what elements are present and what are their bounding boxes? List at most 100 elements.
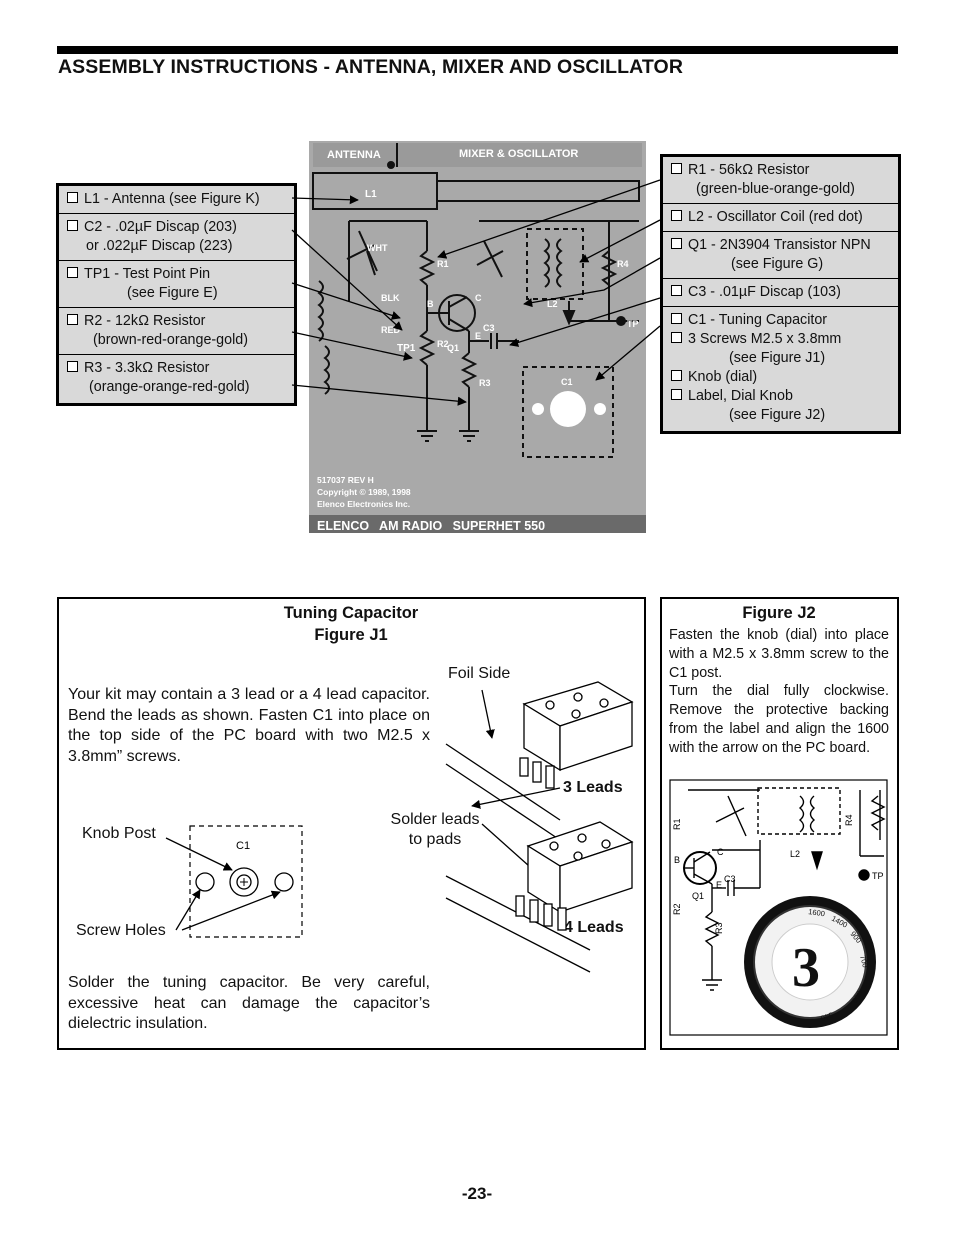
j2-label: Q1 <box>692 891 704 901</box>
board-label: BLK <box>381 293 400 303</box>
j2-label: B <box>674 855 680 865</box>
checkbox[interactable] <box>671 285 682 296</box>
j2-label: L2 <box>790 849 800 859</box>
board-label: R2 <box>437 339 449 349</box>
board-label: R4 <box>617 259 629 269</box>
part-line: (see Figure G) <box>731 256 824 272</box>
part-item-l1: L1 - Antenna (see Figure K) <box>59 186 294 213</box>
part-line: (orange-orange-red-gold) <box>89 379 250 395</box>
part-item-q1: Q1 - 2N3904 Transistor NPN (see Figure G… <box>663 231 898 278</box>
part-line: 3 Screws M2.5 x 3.8mm <box>688 331 842 347</box>
pc-board-photo: ANTENNA MIXER & OSCILLATOR L1 WHT BLK RE… <box>309 141 646 533</box>
screw-holes-label: Screw Holes <box>76 922 166 939</box>
part-line: L1 - Antenna (see Figure K) <box>84 191 260 207</box>
part-item-c3: C3 - .01µF Discap (103) <box>663 278 898 306</box>
part-line: Knob (dial) <box>688 369 758 385</box>
part-line: R2 - 12kΩ Resistor <box>84 313 206 329</box>
part-line: R3 - 3.3kΩ Resistor <box>84 360 210 376</box>
j2-label: TP <box>872 871 884 881</box>
knob-post-label: Knob Post <box>82 825 156 842</box>
board-label: TP <box>627 319 639 329</box>
page-title: ASSEMBLY INSTRUCTIONS - ANTENNA, MIXER A… <box>58 56 683 78</box>
checkbox[interactable] <box>67 267 78 278</box>
checkbox[interactable] <box>671 313 682 324</box>
j1-title: Tuning Capacitor Figure J1 <box>242 602 460 646</box>
board-label: E <box>475 331 481 341</box>
board-label: Copyright © 1989, 1998 <box>317 487 411 497</box>
checkbox[interactable] <box>671 332 682 343</box>
solder-leads-line: Solder leads <box>390 811 480 828</box>
right-parts-list: R1 - 56kΩ Resistor (green-blue-orange-go… <box>660 154 901 434</box>
part-line: C3 - .01µF Discap (103) <box>688 284 841 300</box>
j2-text1: Fasten the knob (dial) into place with a… <box>669 627 889 681</box>
checkbox[interactable] <box>671 163 682 174</box>
j1-title-line: Tuning Capacitor <box>283 604 419 622</box>
part-line: (see Figure J2) <box>729 407 826 423</box>
j1-solder-note: Solder the tuning capacitor. Be very car… <box>68 974 430 1032</box>
checkbox[interactable] <box>671 210 682 221</box>
j2-label: R3 <box>714 922 724 934</box>
j2-label: R2 <box>672 903 682 915</box>
checkbox[interactable] <box>671 238 682 249</box>
pc-board-drawing: ANTENNA MIXER & OSCILLATOR L1 WHT BLK RE… <box>309 143 646 533</box>
checkbox[interactable] <box>67 192 78 203</box>
board-label: ANTENNA <box>327 149 381 161</box>
dial-number: 700 <box>858 954 870 968</box>
j2-label: R1 <box>672 818 682 830</box>
board-label: C3 <box>483 323 495 333</box>
three-leads-label: 3 Leads <box>563 779 623 796</box>
part-line: (see Figure E) <box>127 285 218 301</box>
part-item-r2: R2 - 12kΩ Resistor (brown-red-orange-gol… <box>59 307 294 354</box>
part-item-tp1: TP1 - Test Point Pin (see Figure E) <box>59 260 294 307</box>
board-label: B <box>427 299 434 309</box>
part-line: (brown-red-orange-gold) <box>93 332 248 348</box>
part-line: L2 - Oscillator Coil (red dot) <box>688 209 863 225</box>
part-line: R1 - 56kΩ Resistor <box>688 162 810 178</box>
board-label: R3 <box>479 378 491 388</box>
board-label: R1 <box>437 259 449 269</box>
part-line: Q1 - 2N3904 Transistor NPN <box>688 237 871 253</box>
solder-leads-label: Solder leads to pads <box>386 810 484 850</box>
board-label: WHT <box>367 243 388 253</box>
part-line: C1 - Tuning Capacitor <box>688 312 828 328</box>
part-item-r1: R1 - 56kΩ Resistor (green-blue-orange-go… <box>663 157 898 203</box>
part-item-r3: R3 - 3.3kΩ Resistor (orange-orange-red-g… <box>59 354 294 403</box>
board-label: C1 <box>561 377 573 387</box>
checkbox[interactable] <box>671 389 682 400</box>
j1-subtitle: Figure J1 <box>314 626 388 644</box>
j2-label: R4 <box>844 814 854 826</box>
part-line: Label, Dial Knob <box>688 388 793 404</box>
board-label: TP1 <box>397 343 416 354</box>
board-label: 517037 REV H <box>317 475 374 485</box>
part-line: TP1 - Test Point Pin <box>84 266 211 282</box>
part-line: (see Figure J1) <box>729 350 826 366</box>
part-line: (green-blue-orange-gold) <box>696 181 855 197</box>
board-label: MIXER & OSCILLATOR <box>459 148 578 160</box>
dial-number: 540 <box>820 1010 835 1023</box>
left-parts-list: L1 - Antenna (see Figure K) C2 - .02µF D… <box>56 183 297 406</box>
checkbox[interactable] <box>67 314 78 325</box>
four-leads-label: 4 Leads <box>564 919 624 936</box>
part-line: or .022µF Discap (223) <box>86 238 233 254</box>
j1-intro: Your kit may contain a 3 lead or a 4 lea… <box>68 686 430 765</box>
checkbox[interactable] <box>671 370 682 381</box>
board-label: C <box>475 293 482 303</box>
part-item-l2: L2 - Oscillator Coil (red dot) <box>663 203 898 231</box>
part-line: C2 - .02µF Discap (203) <box>84 219 237 235</box>
board-label: RED <box>381 325 401 335</box>
checkbox[interactable] <box>67 361 78 372</box>
board-label: Q1 <box>447 343 459 353</box>
checkbox[interactable] <box>67 220 78 231</box>
c1-footprint-label: C1 <box>236 840 250 852</box>
part-item-c2: C2 - .02µF Discap (203) or .022µF Discap… <box>59 213 294 260</box>
j2-title: Figure J2 <box>742 604 816 622</box>
figure-j1-panel <box>57 597 646 1050</box>
top-rule <box>57 46 898 54</box>
page-number: -23- <box>461 1184 493 1203</box>
solder-leads-line: to pads <box>408 831 462 848</box>
dial-logo: 3 <box>792 937 820 999</box>
j2-text2: Turn the dial fully clockwise. Remove th… <box>669 683 889 756</box>
board-label: L2 <box>547 299 558 309</box>
